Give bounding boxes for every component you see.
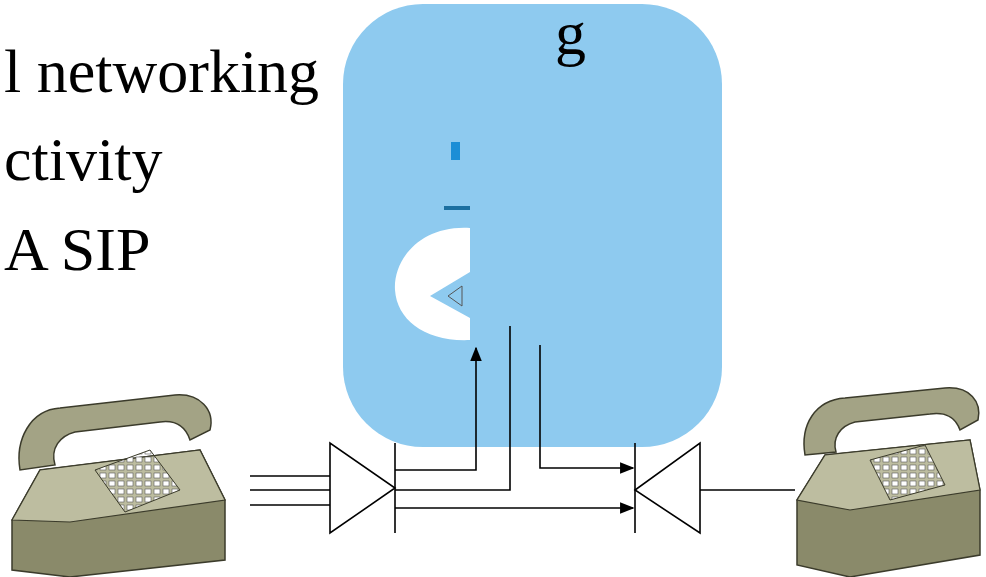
- title-fragment: g: [555, 2, 586, 64]
- panel-icon: [451, 142, 460, 160]
- telephone: [797, 388, 980, 577]
- panel-arrow: [448, 286, 462, 306]
- bullet-text: ctivity: [4, 128, 162, 190]
- telephone: [12, 395, 225, 577]
- bullet-text: l networking: [4, 40, 319, 102]
- panel-dash: [444, 206, 470, 210]
- bullet-text: A SIP: [4, 218, 150, 280]
- signal-wires: [250, 326, 795, 533]
- image-panel: [343, 4, 722, 447]
- panel-glyph: [395, 228, 470, 340]
